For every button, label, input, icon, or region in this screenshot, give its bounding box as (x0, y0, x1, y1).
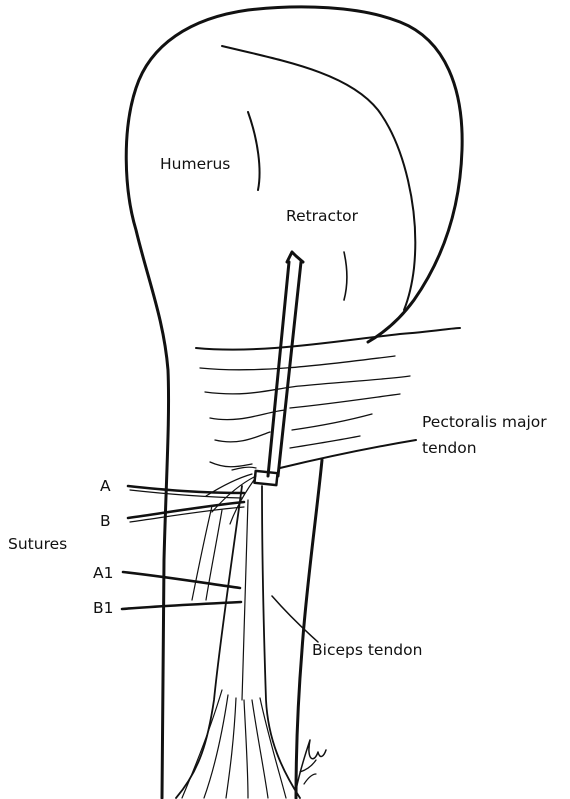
pectoralis-major-tendon (196, 328, 460, 468)
label-suture-b: B (100, 512, 111, 530)
label-suture-a1: A1 (93, 564, 113, 582)
suture-b1 (122, 602, 241, 609)
label-humerus: Humerus (160, 155, 230, 173)
label-retractor: Retractor (286, 207, 359, 225)
signature-mark (296, 740, 326, 790)
label-suture-a: A (100, 477, 111, 495)
label-pectoralis-line2: tendon (422, 439, 477, 457)
label-sutures: Sutures (8, 535, 67, 553)
suture-a1 (123, 572, 240, 588)
label-pectoralis-line1: Pectoralis major (422, 413, 547, 431)
suture-b (128, 502, 244, 522)
label-biceps-tendon: Biceps tendon (312, 641, 422, 659)
biceps-leader-line (272, 596, 318, 642)
humerus-bone (126, 7, 462, 798)
retractor (254, 252, 303, 485)
biceps-tendon (176, 467, 300, 798)
label-suture-b1: B1 (93, 599, 114, 617)
